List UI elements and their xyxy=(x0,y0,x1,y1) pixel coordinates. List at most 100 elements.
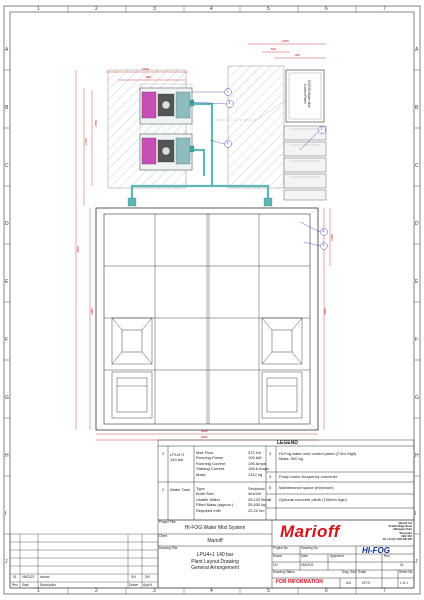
callout-3: 3 xyxy=(320,127,323,132)
col-label: 6 xyxy=(325,5,328,12)
hifog-logo: HI-FOG xyxy=(362,546,390,555)
approved-label: Approved xyxy=(330,554,344,558)
legend-value: 4mx3m xyxy=(248,491,262,497)
legend-num: 1 xyxy=(162,451,165,456)
drawing-title-label: Drawing Title xyxy=(159,546,178,550)
legend-key: Required Infill xyxy=(196,507,221,513)
legend-key: Filled Mass (approx.) xyxy=(196,502,234,508)
legend-value: 196.6 Amps xyxy=(248,466,270,472)
legend-value: 105 kW xyxy=(248,455,262,461)
row-label: I xyxy=(415,511,417,517)
legend-value: Sectional xyxy=(248,486,265,491)
col-label: 1 xyxy=(37,5,40,12)
legend-num: 6 xyxy=(269,497,272,502)
row-label: J xyxy=(5,559,8,565)
callout-4: 4 xyxy=(226,141,229,146)
dimension-label: 1250 xyxy=(329,234,334,241)
legend-item-keys: Type Build Size Usable Water Filled Mass… xyxy=(196,486,233,513)
legend-value: 372 l/m xyxy=(248,450,262,455)
row-label: G xyxy=(415,395,419,401)
scale-label: Scale xyxy=(358,570,366,574)
sheet-value: 1 of 1 xyxy=(400,581,408,585)
legend-item-text: Maintenance space (minimum) xyxy=(279,485,334,490)
legend-item-text: Optional concrete plinth (100mm high) xyxy=(279,497,347,502)
drawn-label: Drawn xyxy=(273,554,283,558)
rev-col-header: Rev xyxy=(12,583,18,587)
legend-key: Mass xyxy=(196,471,206,477)
marioff-logo: Marioff xyxy=(280,522,340,541)
row-label: F xyxy=(415,337,419,343)
dimension-label: 800 xyxy=(146,75,152,79)
drawing-no-label: Drawing No. xyxy=(301,546,319,550)
legend-num: 2 xyxy=(162,487,165,492)
company-address: Marioff Ltd 20 Bell Ridge Road Hillingdo… xyxy=(382,522,412,542)
rev-label: Rev. xyxy=(384,554,391,558)
legend-item-name: LPU4+1 140 bar xyxy=(170,452,185,463)
size-value: A4 xyxy=(346,580,351,585)
client-label: Client xyxy=(159,534,168,538)
row-label: B xyxy=(415,105,419,111)
col-label: 3 xyxy=(153,587,156,594)
row-label: B xyxy=(5,105,9,111)
row-label: C xyxy=(415,163,419,169)
project-no-label: Project No. xyxy=(273,546,289,550)
legend-key: Usable Water xyxy=(196,496,221,502)
legend-value: 25,120 litres xyxy=(248,496,270,502)
row-label: A xyxy=(415,47,419,53)
col-label: 7 xyxy=(383,587,386,594)
row-label: D xyxy=(5,221,9,227)
col-label: 5 xyxy=(267,5,270,12)
row-label: E xyxy=(5,279,9,285)
rev-col-header: Date xyxy=(22,583,29,587)
row-label: G xyxy=(5,395,9,401)
legend-key: Running Current xyxy=(196,460,226,466)
row-label: J xyxy=(415,559,418,565)
col-label: 2 xyxy=(95,5,98,12)
col-label: 6 xyxy=(325,587,328,594)
legend-num: 4 xyxy=(269,474,272,479)
client-name: Marioff xyxy=(207,538,223,544)
rev-cell: DN xyxy=(145,575,150,579)
row-label: E xyxy=(415,279,419,285)
legend-item-values: Sectional 4mx3m 25,120 litres 35,400 kg … xyxy=(248,486,270,513)
row-label: H xyxy=(5,453,9,459)
row-label: H xyxy=(415,453,419,459)
legend-item-text: Pump motor frequency converter xyxy=(279,474,338,479)
dimension-label: 510 xyxy=(271,47,277,51)
row-label: C xyxy=(5,163,9,169)
dimension-label: 4000 xyxy=(322,308,327,315)
callout-5: 5 xyxy=(322,229,325,234)
legend-item-text: Hi-Fog water mist control panel (2.0m Hi… xyxy=(279,451,357,462)
legend-value: 22.22 l/m xyxy=(248,507,265,513)
row-label: D xyxy=(415,221,419,227)
callout-6: 6 xyxy=(322,243,325,248)
col-label: 5 xyxy=(267,587,270,594)
callout-2: 2 xyxy=(228,101,231,106)
rev-col-header: Appr'd xyxy=(143,583,153,587)
rev-value: 01 xyxy=(400,563,404,567)
legend-value: 196 Amps xyxy=(248,460,266,466)
legend-key: Running Power xyxy=(196,455,224,461)
legend-item-name: Water Tank xyxy=(170,487,191,492)
drawing-title: LPU4+1 140 bar Plant Layout Drawing Gene… xyxy=(191,552,239,571)
date-value: 05/03/22 xyxy=(301,563,314,567)
callout-1: 1 xyxy=(226,89,229,94)
sheet-label: Sheet No. xyxy=(399,570,414,574)
rev-col-header: Drawn xyxy=(129,583,139,587)
dimension-label: 4000 xyxy=(89,308,94,315)
dimension-label: 300 xyxy=(295,53,301,57)
legend-key: Max Flow xyxy=(196,450,214,455)
dimension-label: 2130 xyxy=(142,67,149,71)
rev-cell: 05/03/22 xyxy=(22,575,35,579)
legend-item-values: 372 l/m 105 kW 196 Amps 196.6 Amps 1312 … xyxy=(248,450,269,477)
legend-value: 35,400 kg xyxy=(248,502,266,508)
dimension-label: 1750 xyxy=(93,120,98,127)
dimension-label: 4870 xyxy=(75,246,80,253)
legend-item-keys: Max Flow Running Power Running Current S… xyxy=(196,450,225,477)
legend-title: LEGEND xyxy=(277,440,298,446)
date-label: Date xyxy=(301,554,308,558)
size-label: Dwg. Size xyxy=(342,570,357,574)
drawing-status: FOR INFORMATION xyxy=(276,579,323,585)
dimension-label: 2370 xyxy=(83,138,88,145)
